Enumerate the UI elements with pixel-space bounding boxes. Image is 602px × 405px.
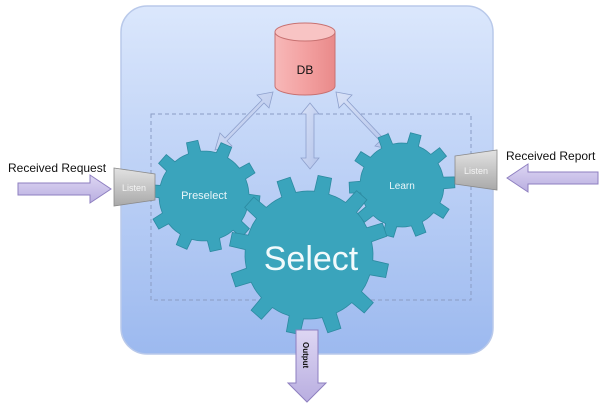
db-label: DB (297, 63, 314, 77)
request-arrow (17, 174, 112, 204)
listen-right-label: Listen (464, 166, 488, 176)
preselect-label: Preselect (181, 190, 227, 202)
received-request-label: Received Request (8, 161, 107, 175)
report-arrow (506, 163, 599, 193)
db-preselect-arrow (214, 91, 274, 151)
db-select-arrow (300, 102, 320, 170)
output-arrow (286, 329, 328, 403)
listen-box-right (454, 149, 498, 191)
received-report-label: Received Report (506, 149, 596, 163)
select-label: Select (264, 240, 359, 278)
preselect-gear (147, 139, 261, 253)
db-cylinder (274, 22, 336, 96)
listen-left-label: Listen (122, 183, 146, 193)
output-label: Output (301, 342, 310, 369)
select-gear (229, 175, 389, 335)
learn-label: Learn (389, 181, 415, 192)
listen-box-left (113, 167, 156, 207)
